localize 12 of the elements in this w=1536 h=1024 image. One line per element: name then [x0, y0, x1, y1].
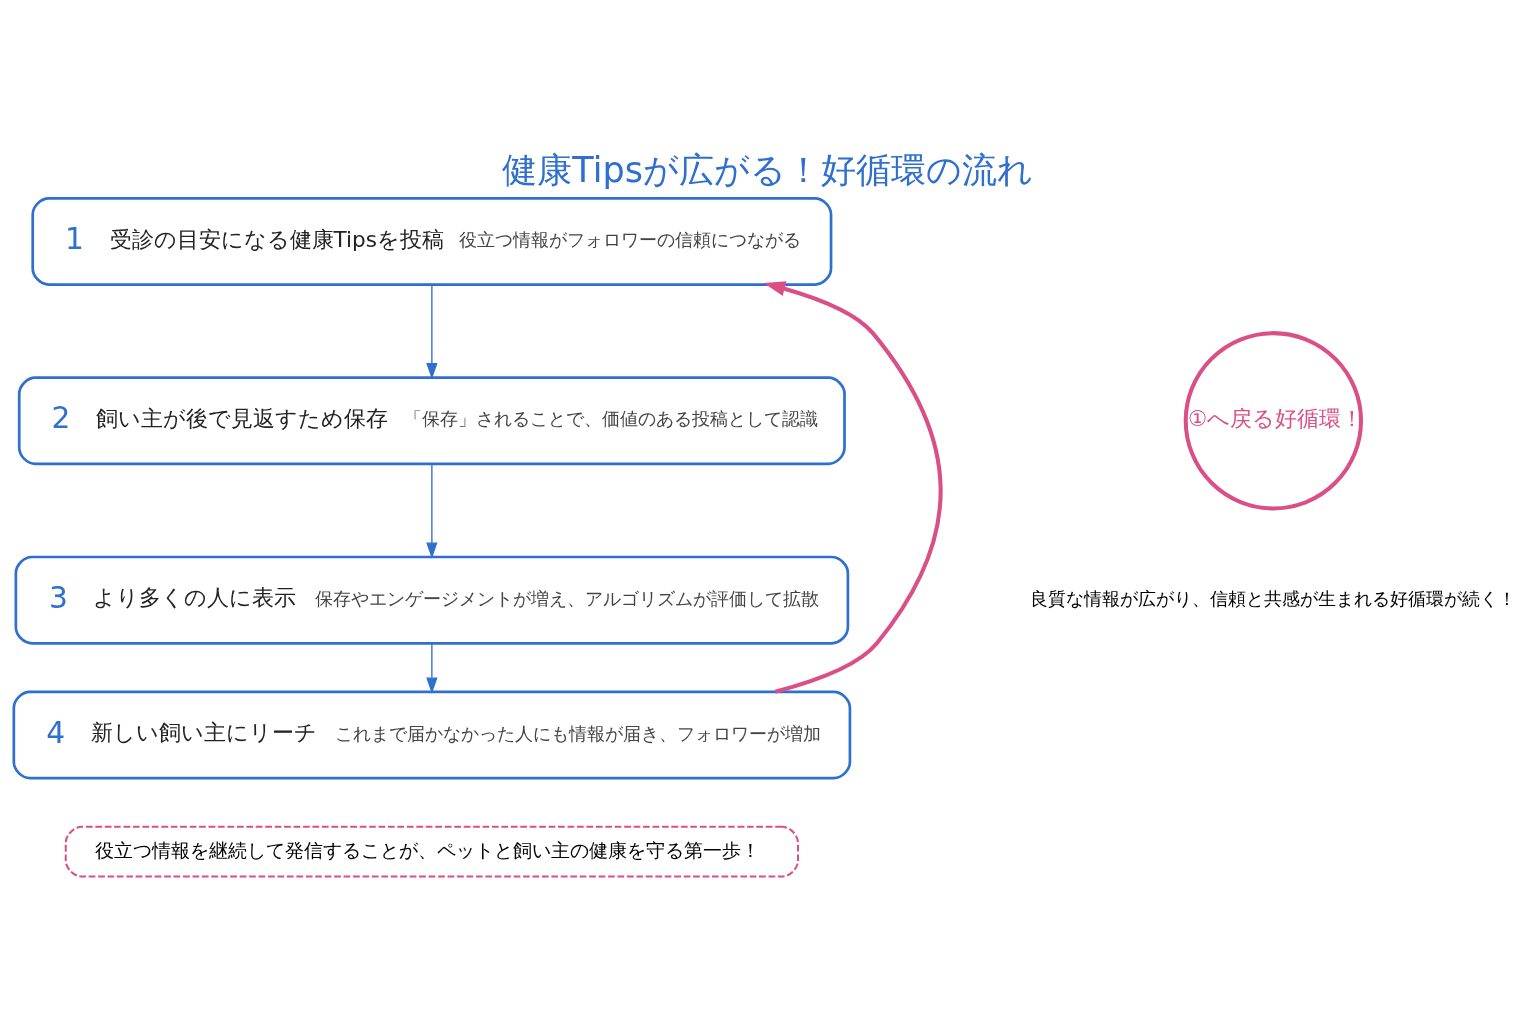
node-box: 役立つ情報を継続して発信することが、ペットと飼い主の健康を守る第一歩！ [64, 825, 799, 878]
diagram-title: 健康Tipsが広がる！好循環の流れ [502, 148, 1033, 190]
node-box: 4 新しい飼い主にリーチ これまで届かなかった人にも情報が届き、フォロワーが増加 [12, 690, 852, 779]
arrow [763, 280, 943, 694]
node-circle: ①へ戻る好循環！ [1183, 330, 1364, 510]
arrow [426, 462, 438, 559]
arrow [426, 642, 438, 694]
node-box: 1 受診の目安になる健康Tipsを投稿 役立つ情報がフォロワーの信頼につながる [31, 196, 833, 286]
arrow [426, 283, 438, 379]
node-box: 3 より多くの人に表示 保存やエンゲージメントが増え、アルゴリズムが評価して拡散 [14, 555, 850, 645]
label: 良質な情報が広がり、信頼と共感が生まれる好循環が続く！ [1030, 588, 1517, 609]
node-box: 2 飼い主が後で見返すため保存 「保存」されることで、価値のある投稿として認識 [17, 375, 846, 465]
